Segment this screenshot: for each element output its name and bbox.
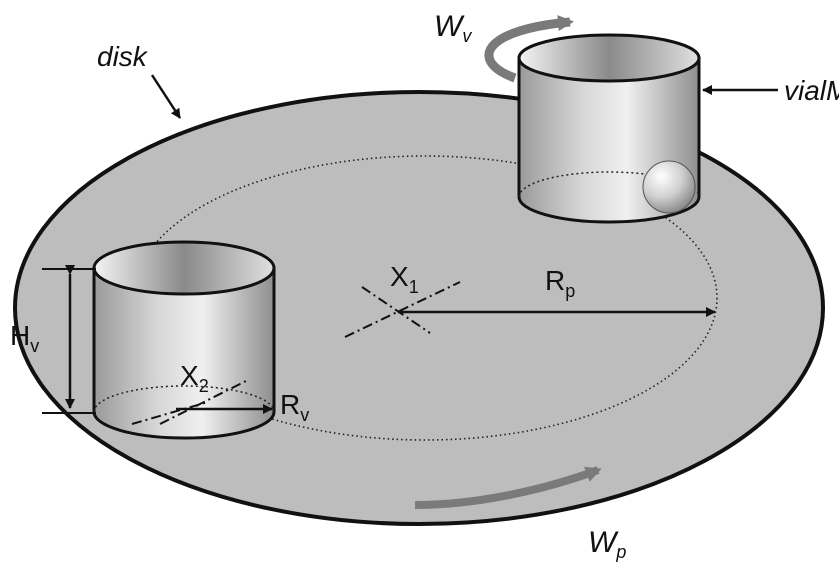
wp-rotation-arrow xyxy=(414,466,602,509)
hv-height-dimension xyxy=(42,265,96,414)
orbit-path xyxy=(132,155,718,441)
wv-rotation-arrow xyxy=(484,15,574,83)
x2-label: X2 xyxy=(180,360,209,396)
vial-right xyxy=(517,33,701,224)
x1-label: X1 xyxy=(390,261,419,297)
ball xyxy=(642,160,696,214)
wv-label: Wv xyxy=(434,10,472,46)
vial-axis-x2 xyxy=(131,379,249,425)
vial-left xyxy=(92,240,276,440)
disk-pointer-arrow xyxy=(150,74,182,119)
disk-label: disk xyxy=(97,41,149,72)
wp-label: Wp xyxy=(588,526,626,562)
center-axis-x1 xyxy=(344,281,461,338)
hv-label: Hv xyxy=(10,320,39,356)
rv-label: Rv xyxy=(280,389,309,425)
vial-label: vialM xyxy=(784,75,839,106)
rp-label: Rp xyxy=(545,265,575,301)
